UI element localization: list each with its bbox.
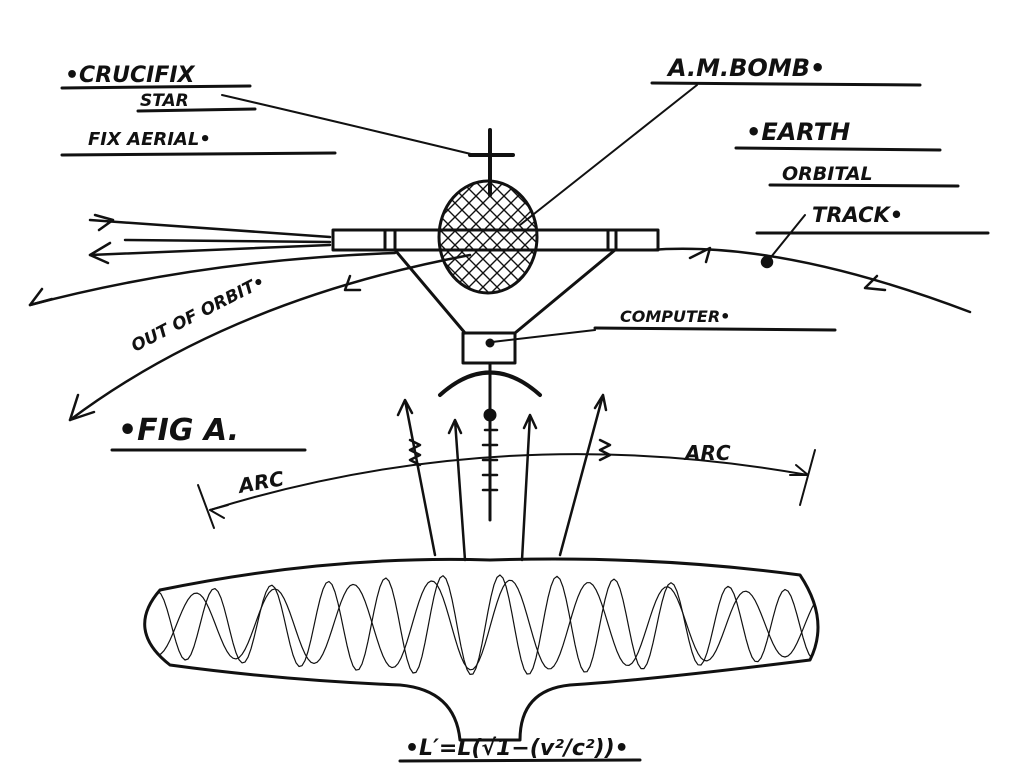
leader-lines xyxy=(221,84,806,343)
label-computer: COMPUTER• xyxy=(620,307,730,326)
am-bomb-sphere xyxy=(437,179,539,295)
label-star: STAR xyxy=(140,91,189,111)
label-track: TRACK• xyxy=(812,203,903,227)
wave-body xyxy=(143,557,820,742)
label-out-of-orbit: OUT OF ORBIT• xyxy=(128,272,268,357)
label-orbital: ORBITAL xyxy=(782,163,873,185)
orbital-track xyxy=(28,213,972,422)
label-fig-a: •FIG A. xyxy=(118,413,239,448)
label-fix-aerial: FIX AERIAL• xyxy=(88,129,211,150)
underlines xyxy=(60,81,990,763)
label-am-bomb: A.M.BOMB• xyxy=(666,54,825,82)
label-arc-right: ARC xyxy=(683,441,731,465)
thrust-arrows xyxy=(396,393,612,562)
formula: •L′=L(√1−(v²/c²))• xyxy=(405,736,629,761)
arc-line xyxy=(197,449,816,529)
label-earth: •EARTH xyxy=(746,118,850,146)
spacecraft-frame xyxy=(331,228,660,522)
label-crucifix: •CRUCIFIX xyxy=(65,63,196,88)
label-arc-left: ARC xyxy=(235,466,286,498)
